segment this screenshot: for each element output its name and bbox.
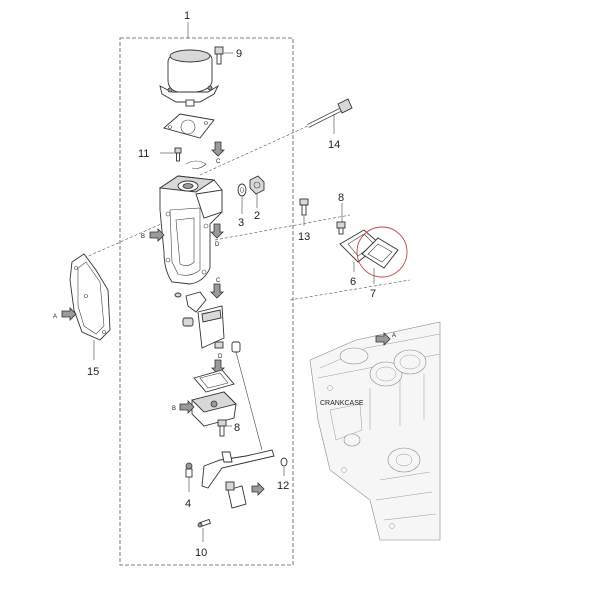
governor-lever xyxy=(174,291,207,327)
svg-text:D: D xyxy=(218,354,223,360)
svg-text:B: B xyxy=(172,406,176,412)
arrow-c-top: C xyxy=(211,141,225,165)
callout-15: 15 xyxy=(87,366,99,378)
gasket-15 xyxy=(69,253,111,341)
callout-7: 7 xyxy=(370,288,376,300)
crankcase-label: CRANKCASE xyxy=(320,400,364,407)
control-rod xyxy=(185,449,275,489)
bolt-13 xyxy=(299,198,309,216)
svg-text:D: D xyxy=(215,242,220,248)
bolt-14 xyxy=(307,98,353,128)
arrow-b-left: B xyxy=(141,228,165,242)
arrow-c-mid: C xyxy=(210,278,224,299)
crankcase xyxy=(309,321,441,541)
assembly-line-crank xyxy=(289,279,411,301)
governor-housing xyxy=(158,175,223,285)
gasket-7 xyxy=(361,237,399,269)
arrow-b-lower: B xyxy=(172,400,195,414)
spring-clip xyxy=(185,160,207,169)
callout-11: 11 xyxy=(138,148,149,160)
callout-2: 2 xyxy=(254,210,260,222)
bolt-8-top xyxy=(336,221,346,235)
lever-plate xyxy=(197,305,225,349)
highlight-circle xyxy=(356,226,408,278)
svg-text:A: A xyxy=(392,333,396,339)
pin-12 xyxy=(280,457,288,467)
svg-text:C: C xyxy=(216,159,221,165)
assembly-line-15 xyxy=(74,219,171,263)
assembly-frame xyxy=(119,37,294,566)
callout-8-top: 8 xyxy=(338,192,344,204)
bolt-9 xyxy=(214,46,224,65)
bolt-10 xyxy=(197,518,211,528)
arrow-d-top: D xyxy=(210,223,224,248)
solenoid-gasket xyxy=(163,113,215,139)
callout-4: 4 xyxy=(185,498,191,510)
arrow-lower xyxy=(251,482,265,496)
callout-6: 6 xyxy=(350,276,356,288)
assembly-line-7 xyxy=(214,214,351,241)
solenoid-part xyxy=(159,49,220,107)
fitting-mid xyxy=(231,341,263,451)
bolt-11 xyxy=(174,147,182,162)
callout-14: 14 xyxy=(328,139,340,151)
callout-9: 9 xyxy=(236,48,242,60)
svg-text:A: A xyxy=(53,314,57,320)
callout-10: 10 xyxy=(195,547,207,559)
callout-8-lower: 8 xyxy=(234,422,240,434)
arrow-a-left: A xyxy=(53,307,77,321)
arrow-a-crank: A xyxy=(375,332,396,346)
callout-13: 13 xyxy=(298,231,310,243)
callout-12: 12 xyxy=(277,480,289,492)
lower-bracket xyxy=(225,481,247,509)
washer-3 xyxy=(237,183,247,197)
svg-text:B: B xyxy=(141,234,145,240)
assembly-line-14 xyxy=(199,124,311,176)
svg-text:C: C xyxy=(216,278,221,284)
nut-2 xyxy=(249,175,265,195)
bolt-8-lower xyxy=(217,419,227,437)
callout-1: 1 xyxy=(184,10,190,22)
callout-3: 3 xyxy=(238,217,244,229)
fuel-control-box xyxy=(191,369,237,427)
